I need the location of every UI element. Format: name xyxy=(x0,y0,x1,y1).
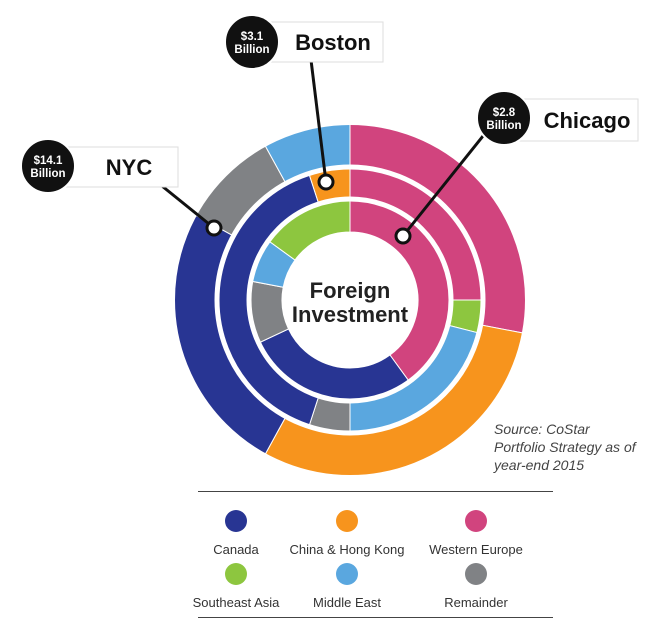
amount-badge-nyc xyxy=(20,138,76,194)
callout-line-boston xyxy=(309,59,328,183)
city-label-chicago: Chicago xyxy=(544,108,631,133)
ring-separator xyxy=(214,164,486,436)
city-label-boston: Boston xyxy=(295,30,371,55)
legend-label-western-europe: Western Europe xyxy=(429,542,523,557)
ring-separator xyxy=(246,196,454,404)
legend-item-remainder: Remainder xyxy=(386,563,566,610)
legend-swatch-southeast-asia xyxy=(225,563,247,585)
legend-label-remainder: Remainder xyxy=(444,595,508,610)
legend-bottom-divider xyxy=(198,617,553,618)
legend-label-canada: Canada xyxy=(213,542,259,557)
callout-dot-chicago xyxy=(394,227,412,245)
donut-hole xyxy=(282,232,418,368)
amount-badge-boston xyxy=(224,14,280,70)
legend-item-china-hong-kong: China & Hong Kong xyxy=(257,510,437,557)
legend-swatch-western-europe xyxy=(465,510,487,532)
callout-dot-nyc xyxy=(205,219,223,237)
legend-swatch-middle-east xyxy=(336,563,358,585)
ring-separator xyxy=(173,123,527,477)
callout-box-chicago xyxy=(515,98,639,142)
callout-line-chicago xyxy=(401,120,497,237)
source-note: Source: CoStar Portfolio Strategy as of … xyxy=(494,421,636,473)
callout-line-nyc xyxy=(161,184,215,230)
legend-label-southeast-asia: Southeast Asia xyxy=(192,595,280,610)
legend-item-middle-east: Middle East xyxy=(257,563,437,610)
city-label-nyc: NYC xyxy=(106,155,153,180)
legend-label-china-hong-kong: China & Hong Kong xyxy=(289,542,405,557)
legend-swatch-china-hong-kong xyxy=(336,510,358,532)
legend-top-divider xyxy=(198,491,553,492)
legend-item-southeast-asia: Southeast Asia xyxy=(146,563,326,610)
callout-dot-boston xyxy=(317,173,335,191)
legend-swatch-remainder xyxy=(465,563,487,585)
callout-box-nyc xyxy=(59,146,179,188)
legend-label-middle-east: Middle East xyxy=(313,595,381,610)
amount-badge-chicago xyxy=(476,90,532,146)
legend-item-canada: Canada xyxy=(146,510,326,557)
legend-item-western-europe: Western Europe xyxy=(386,510,566,557)
legend-swatch-canada xyxy=(225,510,247,532)
